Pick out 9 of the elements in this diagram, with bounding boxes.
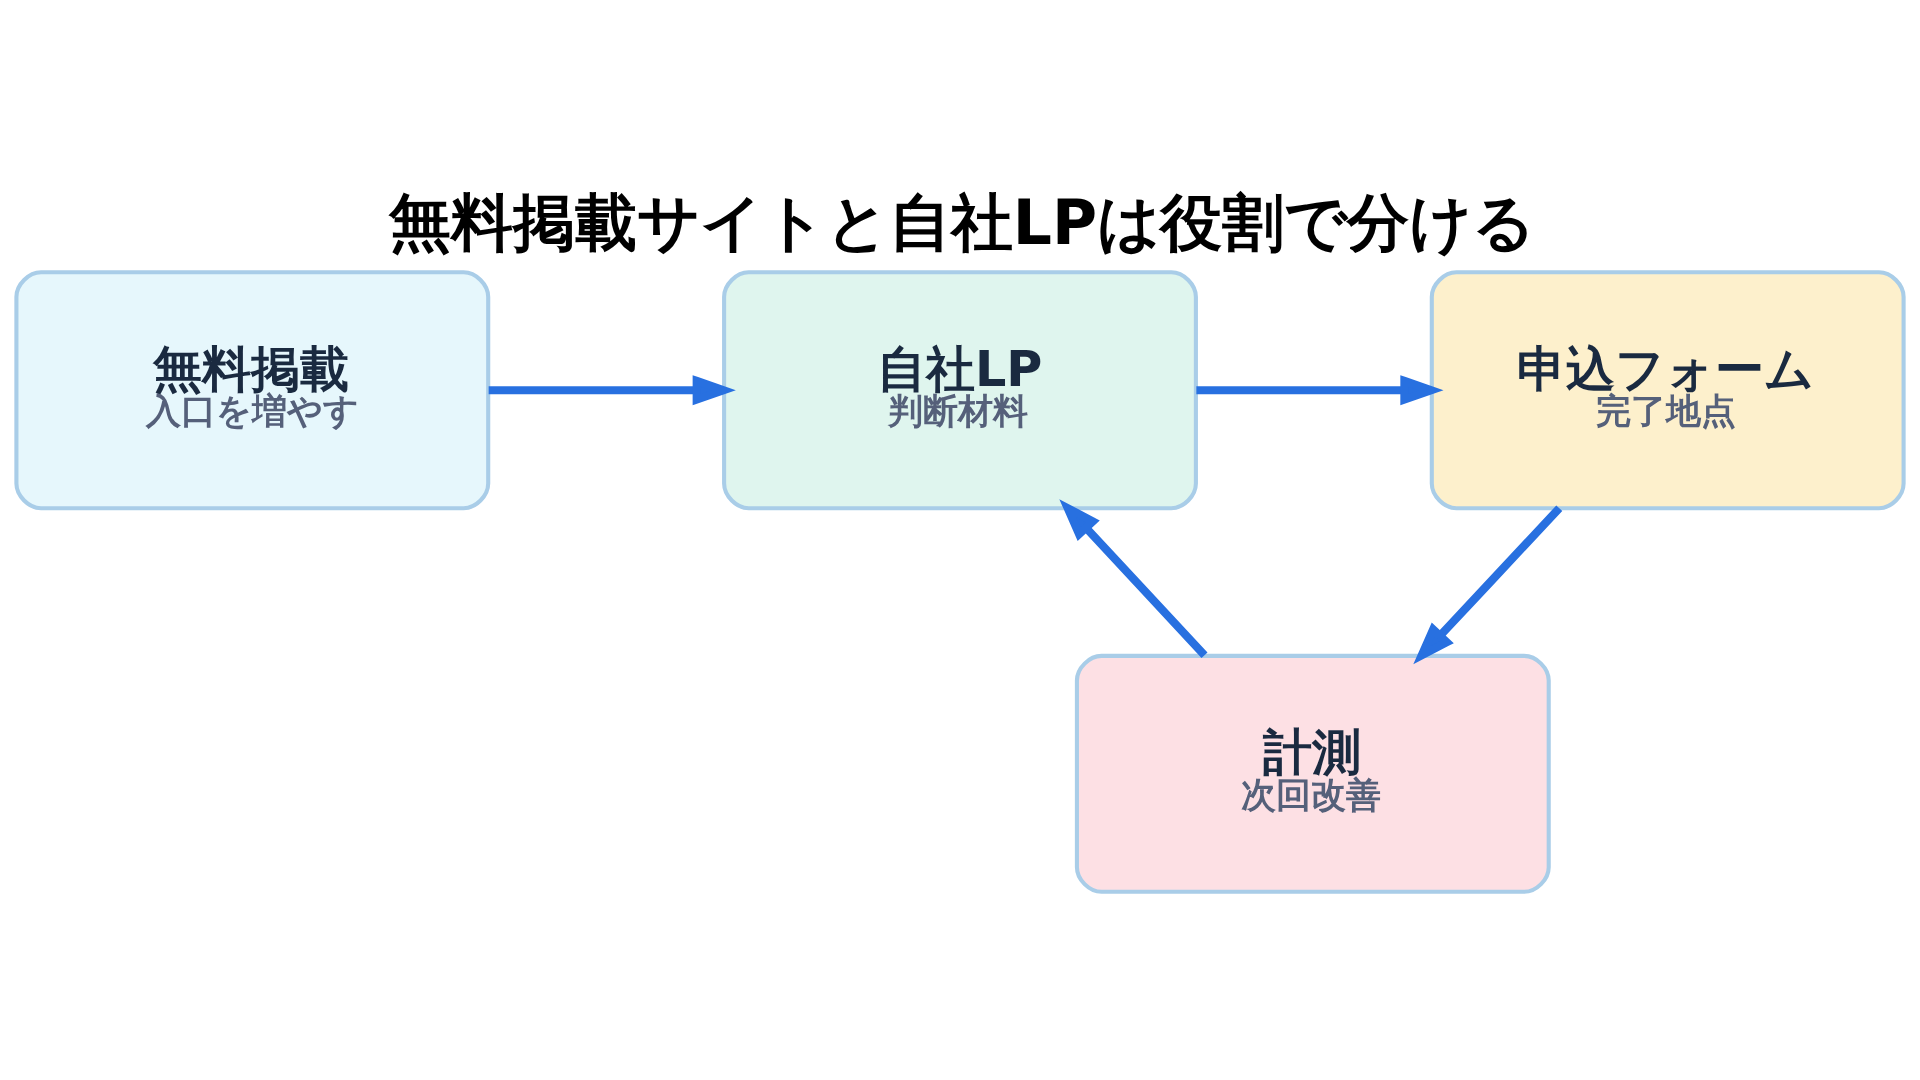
arrow — [1413, 505, 1563, 665]
node-box: 申込フォーム 完了地点 — [1429, 270, 1906, 511]
node-box: 無料掲載 入口を増やす — [14, 270, 491, 511]
node-box: 計測 次回改善 — [1074, 653, 1551, 894]
node-box: 自社LP 判断材料 — [722, 270, 1198, 511]
diagram-title: 無料掲載サイトと自社LPは役割で分ける — [388, 186, 1536, 259]
arrow — [488, 375, 736, 406]
arrow — [1059, 499, 1208, 659]
arrow — [1196, 375, 1444, 406]
